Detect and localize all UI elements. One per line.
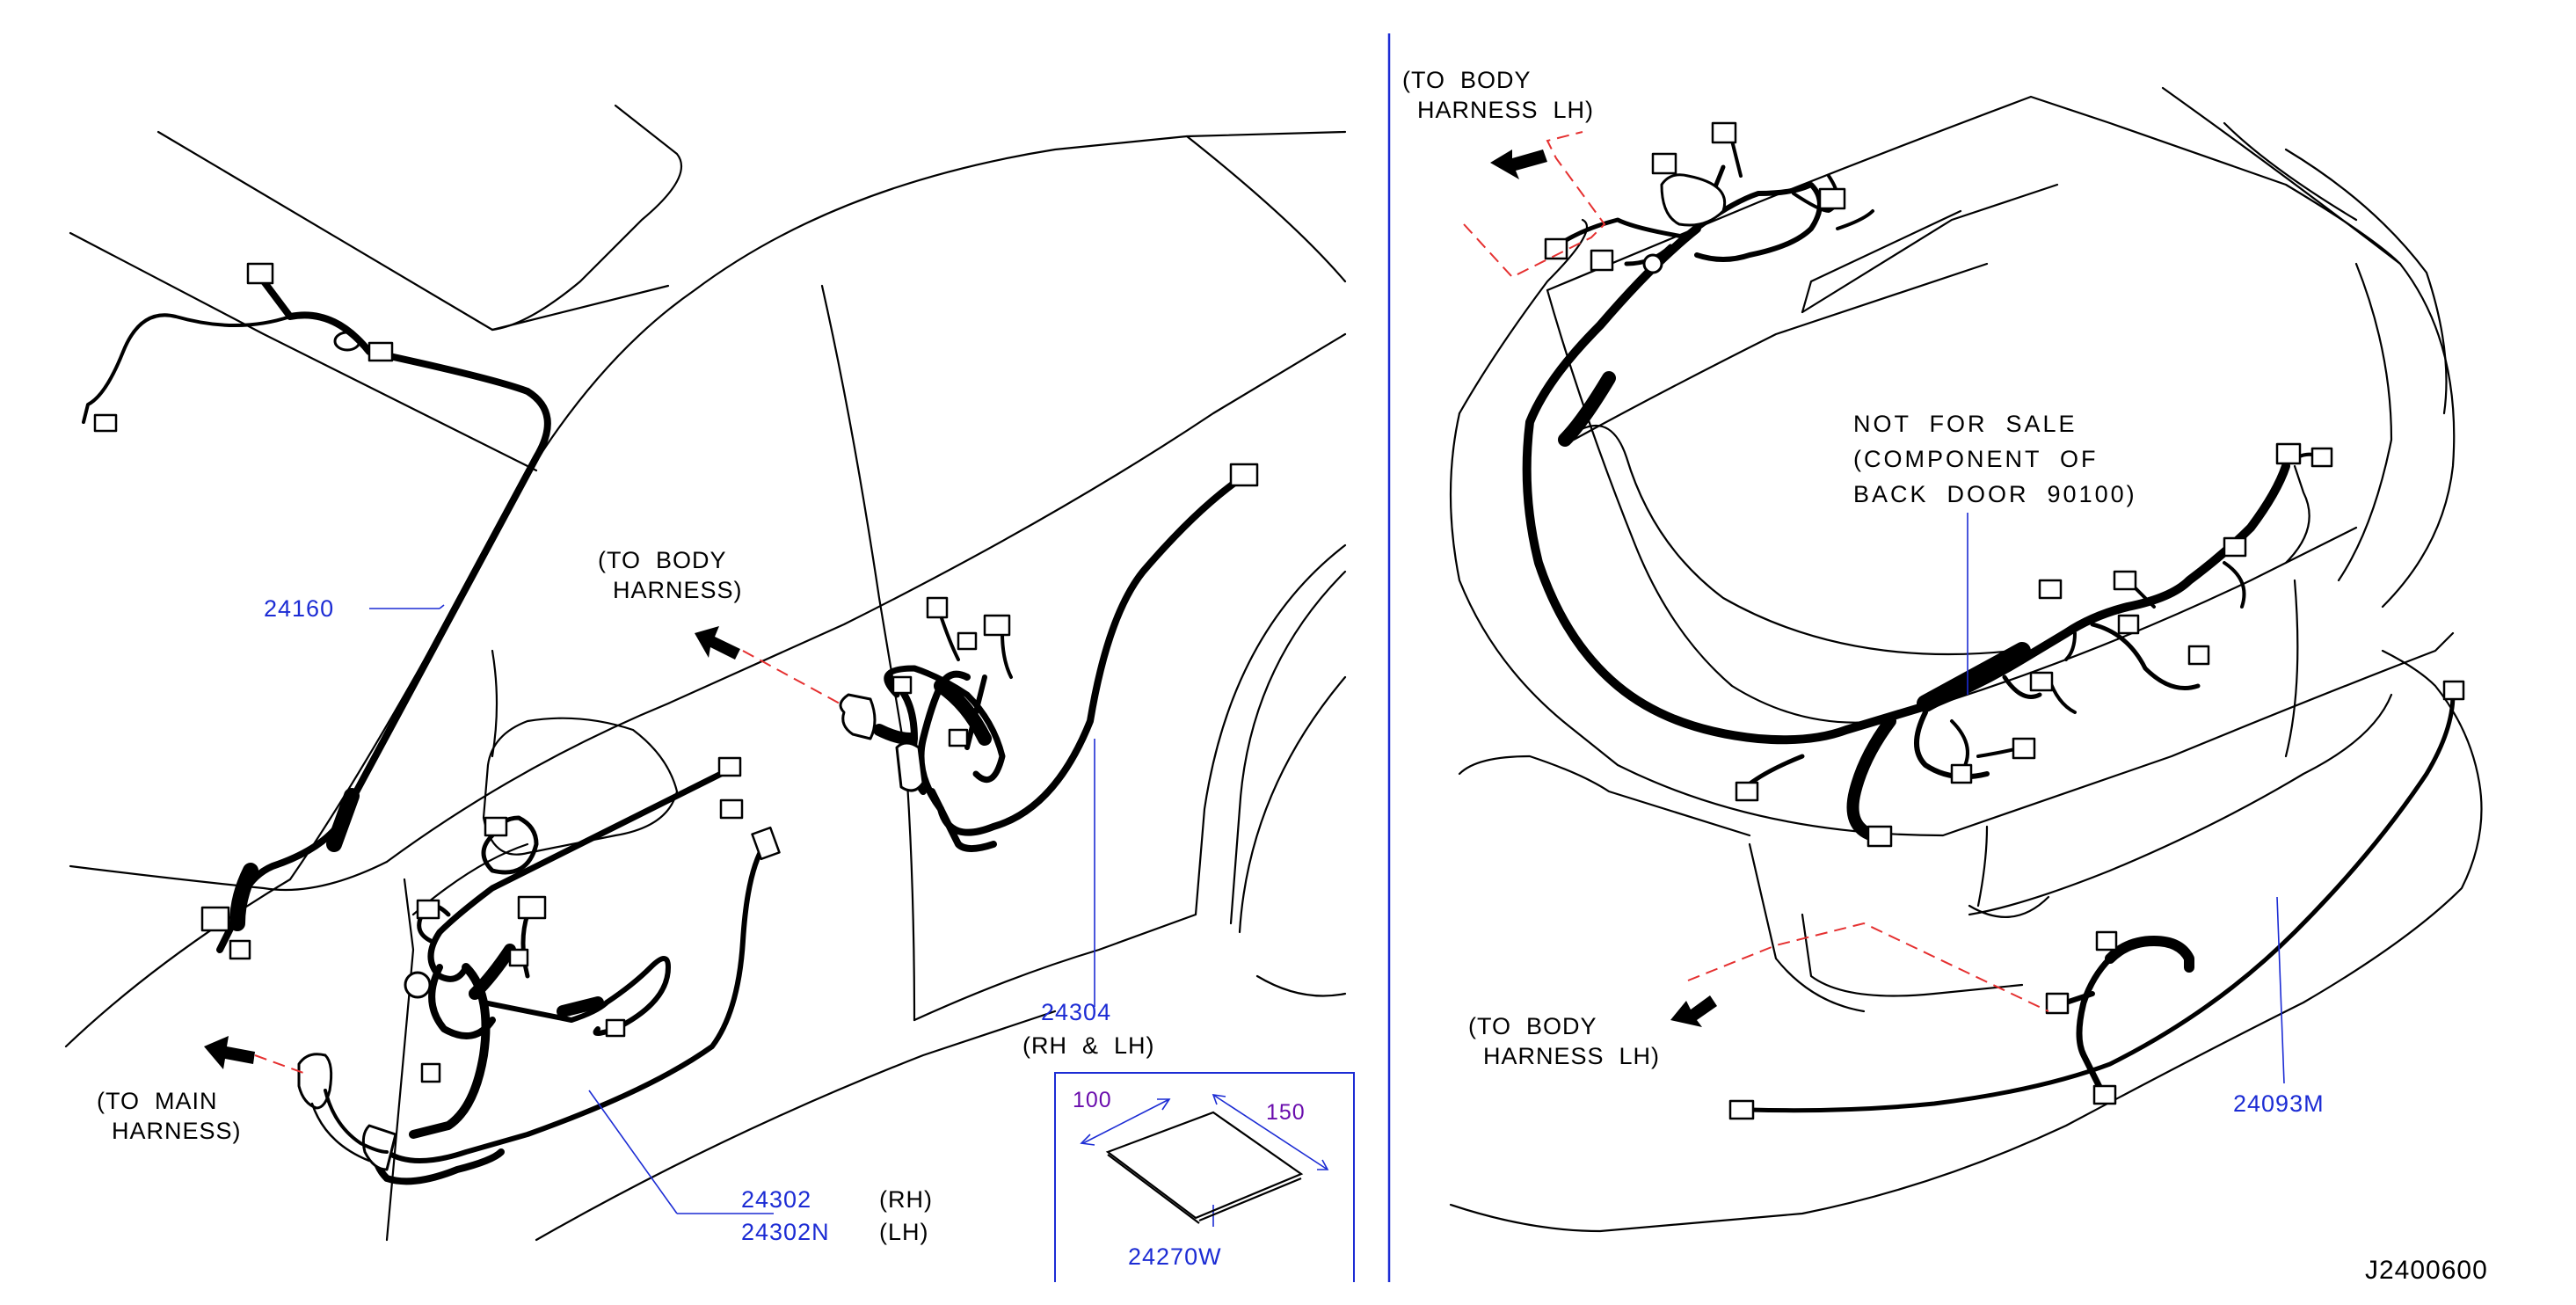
label-24302n-side: (LH) <box>879 1219 929 1245</box>
diagram-id: J2400600 <box>2365 1256 2488 1285</box>
arrow-left-icon <box>204 1036 255 1069</box>
dimension-150: 150 <box>1266 1100 1306 1125</box>
arrow-left-icon <box>1670 995 1717 1027</box>
label-24302-side: (RH) <box>879 1186 933 1213</box>
left-body-outline <box>64 104 1347 1242</box>
label-to-body-harness-lh-top: (TO BODY HARNESS LH) <box>1402 67 1595 123</box>
left-connection-dashes <box>254 650 840 1074</box>
note-not-for-sale: NOT FOR SALE (COMPONENT OF BACK DOOR 901… <box>1853 411 2137 507</box>
label-to-main-harness: (TO MAIN HARNESS) <box>97 1088 242 1144</box>
right-connection-dashes <box>1463 131 2049 1012</box>
harness-24304 <box>839 463 1259 852</box>
part-number-24270w: 24270W <box>1128 1243 1222 1270</box>
dimension-lines <box>1080 1094 1329 1170</box>
part-24270w-pad <box>1105 1111 1304 1224</box>
part-number-24160: 24160 <box>264 595 335 622</box>
right-leader-lines <box>1967 513 2285 1084</box>
part-number-24302: 24302 <box>741 1186 812 1213</box>
harness-24160 <box>82 262 551 960</box>
harness-24302 <box>297 756 781 1185</box>
harness-24093m <box>1728 680 2465 1120</box>
right-body-outline <box>1449 86 2483 1233</box>
part-24270w-box <box>1054 1072 1355 1282</box>
left-leader-lines <box>369 604 1214 1227</box>
label-24304-side: (RH & LH) <box>1022 1032 1155 1059</box>
part-number-24304: 24304 <box>1041 999 1112 1025</box>
harness-back-door <box>1522 121 2333 848</box>
part-number-24302n: 24302N <box>741 1219 830 1245</box>
arrow-left-icon <box>695 626 740 660</box>
label-to-body-harness: (TO BODY HARNESS) <box>598 547 743 603</box>
part-number-24093m: 24093M <box>2233 1090 2325 1117</box>
dimension-100: 100 <box>1073 1088 1112 1112</box>
label-to-body-harness-lh-bottom: (TO BODY HARNESS LH) <box>1468 1013 1661 1069</box>
arrow-left-icon <box>1490 149 1547 179</box>
